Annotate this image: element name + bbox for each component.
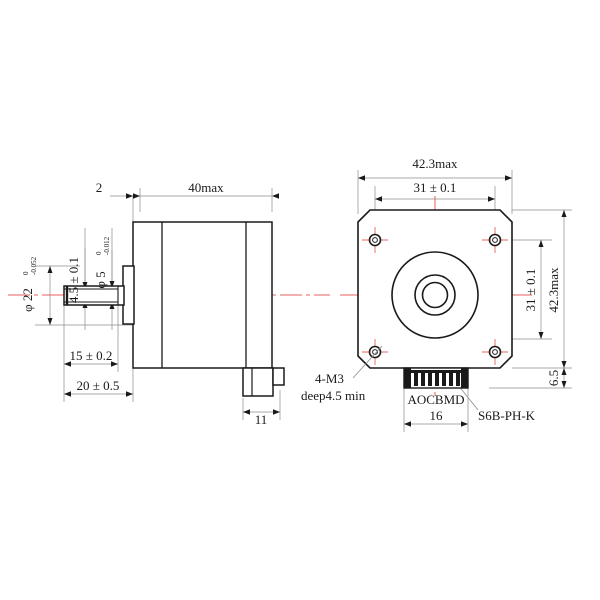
front-view-connector: [403, 367, 469, 389]
shaft-circle: [421, 281, 449, 309]
dim-pilot-tol-lower: -0.052: [30, 256, 38, 275]
annotation-mounting-holes-line2: deep4.5 min: [301, 388, 366, 403]
dim-pilot-diameter: φ 22: [20, 288, 35, 312]
annotation-mounting-holes-line1: 4-M3: [315, 371, 344, 386]
side-view-connector: [242, 367, 285, 397]
connector-part-leader: [457, 384, 479, 411]
dim-connector-width: 16: [430, 408, 444, 423]
annotation-connector-brand: AOCBMD: [407, 392, 464, 407]
dim-bolt-circle-horizontal: 31 ± 0.1: [414, 180, 457, 195]
dim-flat-length: 15 ± 0.2: [70, 348, 113, 363]
dim-connector-height: 6.5: [546, 370, 561, 386]
mounting-hole-top-left: [362, 227, 388, 253]
dim-shaft-tol-lower: -0.012: [103, 236, 111, 255]
motor-shaft: [63, 285, 125, 306]
annotation-connector-part: S6B-PH-K: [478, 408, 536, 423]
mounting-hole-top-right: [482, 227, 508, 253]
motor-face-outline: [357, 209, 513, 369]
dim-side-connector-width: 11: [255, 412, 268, 427]
side-view-arrowheads: [47, 193, 280, 415]
pilot-boss-circle: [391, 251, 479, 339]
dim-shaft-flat-width: 4.5 ± 0.1: [66, 257, 81, 303]
motor-body-outline: [132, 221, 273, 369]
mounting-hole-leader: [352, 345, 383, 379]
dim-shaft-diameter-group: φ 5 0 -0.012: [93, 236, 111, 288]
dim-shaft-diameter: φ 5: [93, 271, 108, 288]
mounting-hole-bottom-right: [482, 339, 508, 365]
front-view-group: 42.3max 31 ± 0.1 31 ± 0.1 42.3max 6.5 16…: [301, 156, 572, 432]
connector-pins: [414, 373, 460, 386]
front-view-arrowheads: [358, 175, 567, 427]
mounting-hole-bottom-left: [362, 339, 388, 365]
side-view-group: 2 40max 4.5 ± 0.1 φ 5 0 -0.012 φ 22 0 -0…: [8, 180, 330, 427]
dim-bolt-circle-vertical: 31 ± 0.1: [523, 269, 538, 312]
dim-shaft-tol-upper: 0: [95, 251, 103, 255]
dim-body-height-max: 42.3max: [546, 267, 561, 313]
dim-front-plate-thickness: 2: [96, 180, 103, 195]
dim-body-length: 40max: [188, 180, 224, 195]
dim-pilot-tol-upper: 0: [22, 271, 30, 275]
dim-pilot-diameter-group: φ 22 0 -0.052: [20, 256, 38, 311]
dim-body-width-max: 42.3max: [412, 156, 458, 171]
dim-shaft-length: 20 ± 0.5: [77, 378, 120, 393]
motor-body-seams: [161, 222, 247, 368]
bearing-circle: [414, 274, 456, 316]
